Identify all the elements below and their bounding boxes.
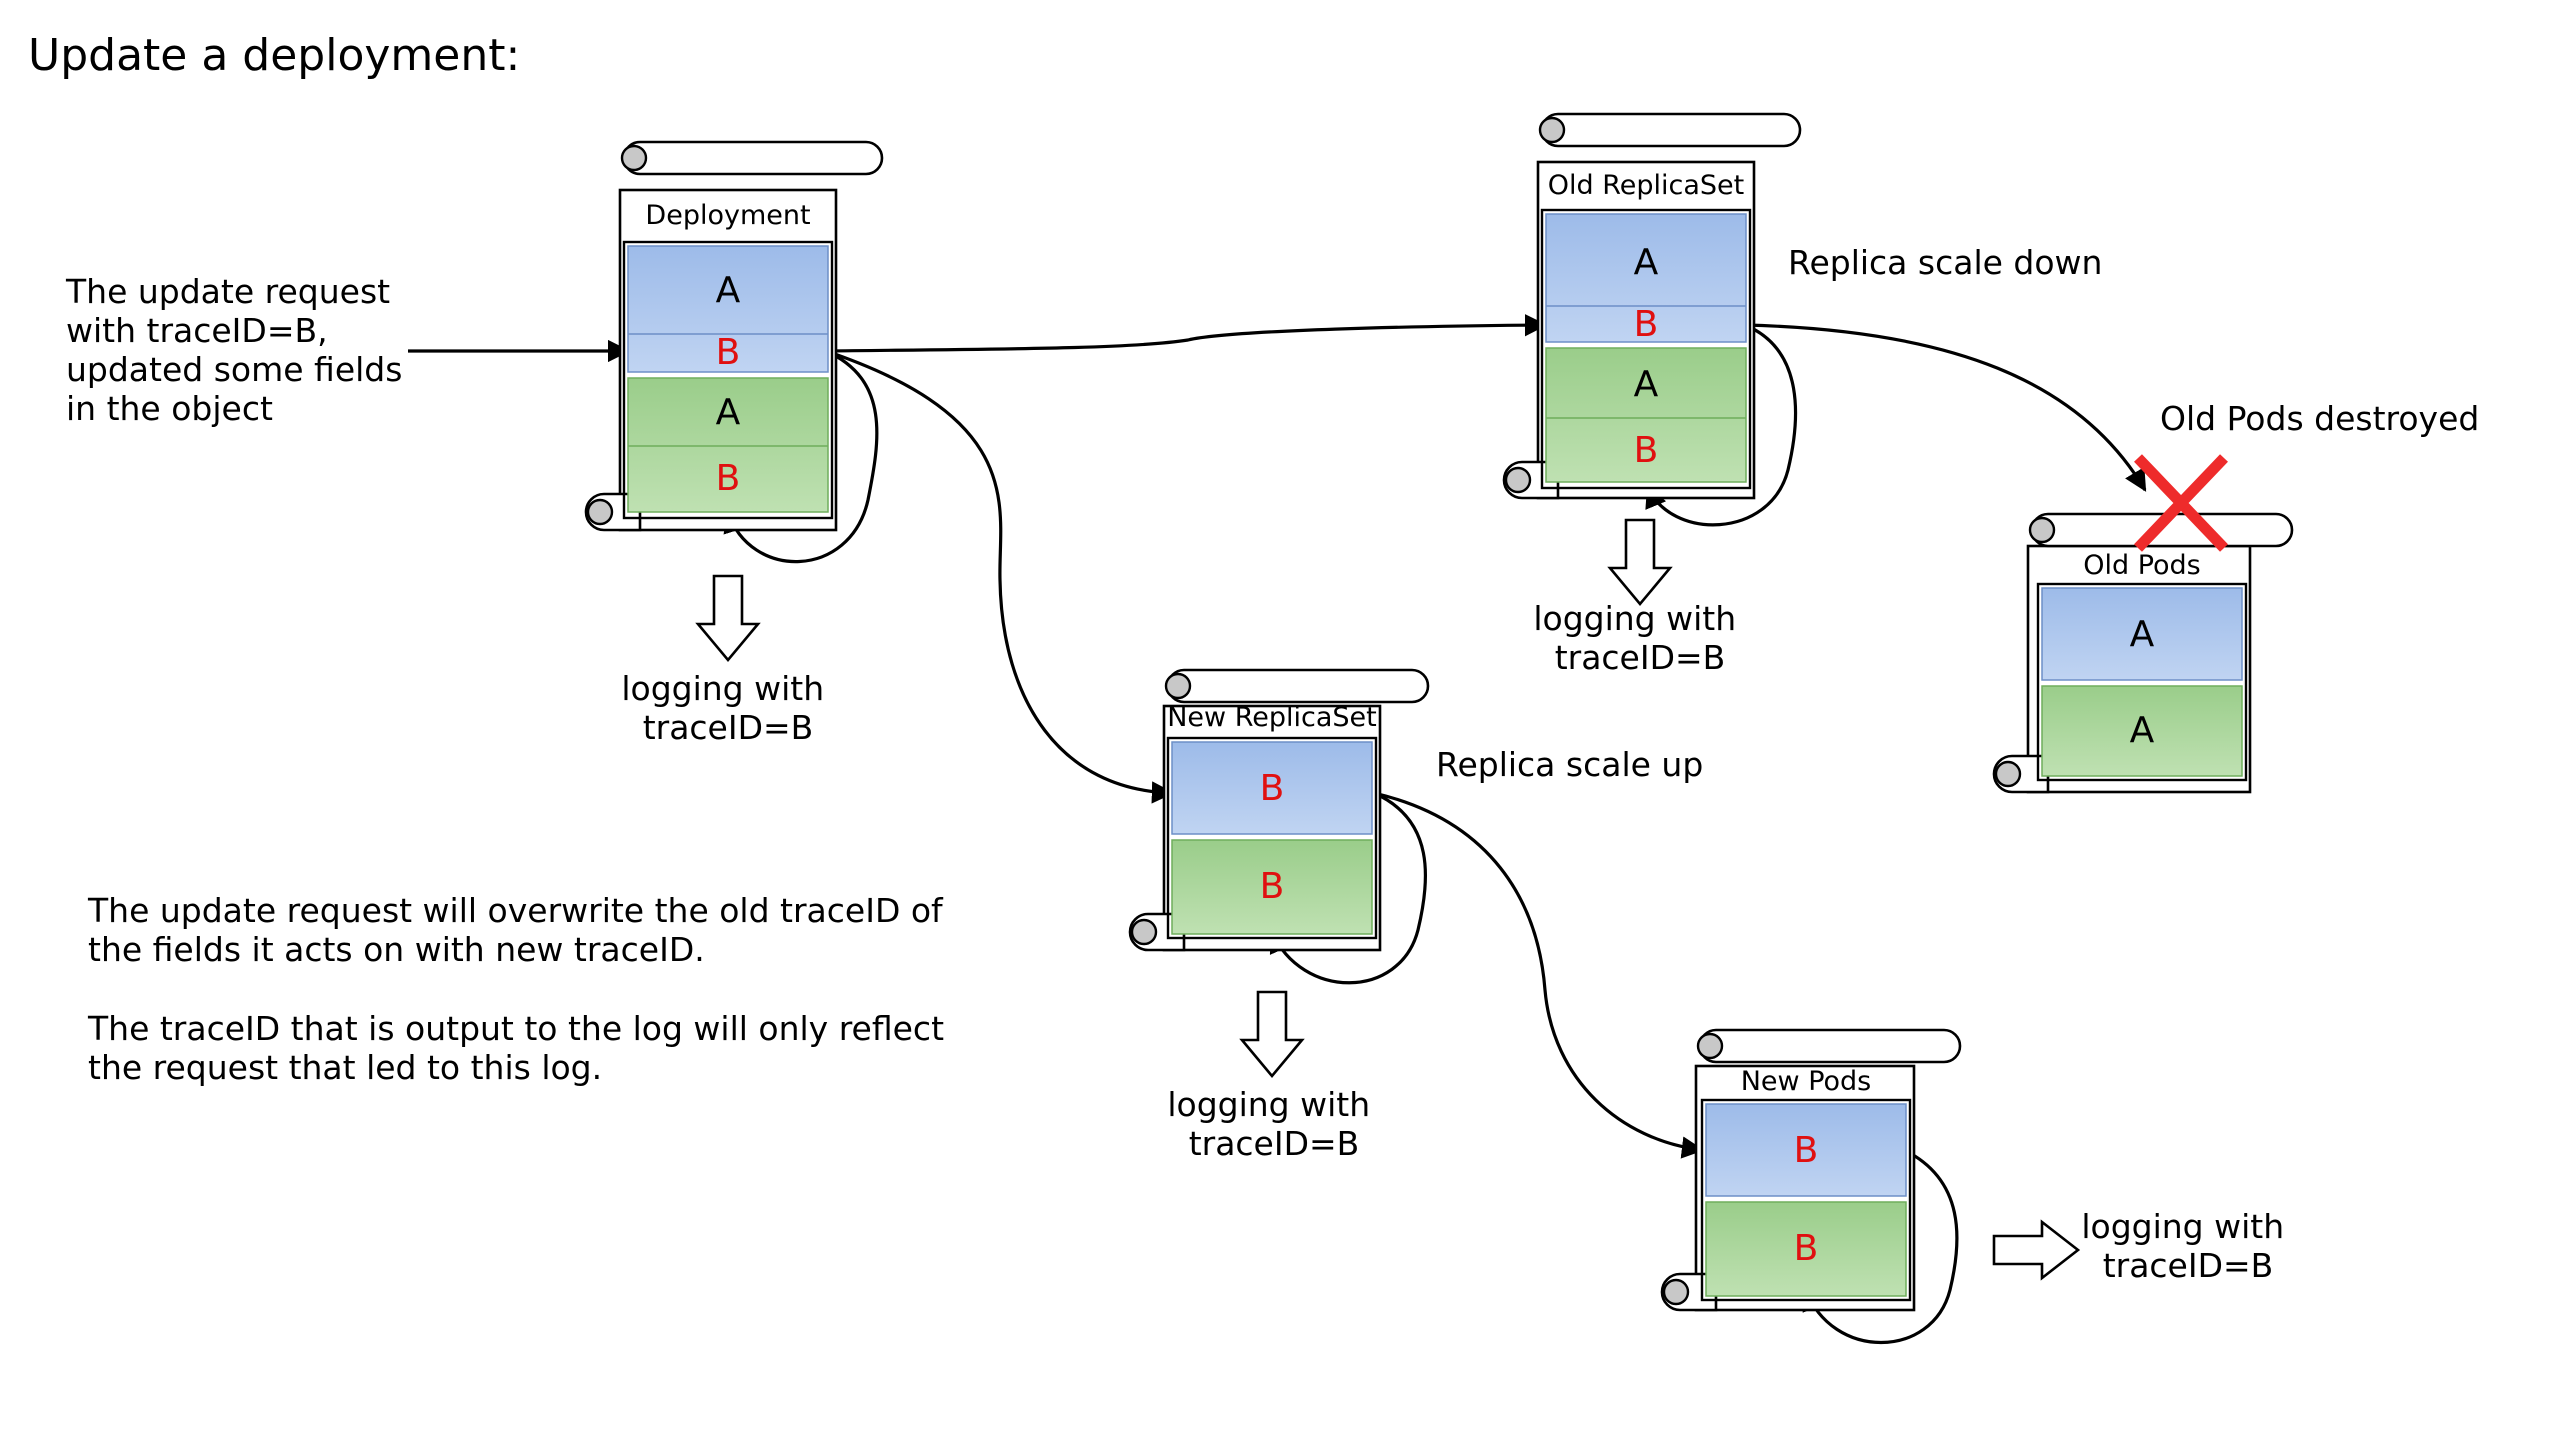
field-blue-group (1545, 213, 1747, 343)
field-green-group (2041, 685, 2243, 777)
old-replicaset-to-old-pods-connector (1744, 323, 2147, 492)
request-note: The update request with traceID=B, updat… (65, 272, 413, 428)
scroll-curl (620, 144, 648, 172)
new-replicaset-to-new-pods-connector (1373, 791, 1705, 1159)
explanation-line: the fields it acts on with new traceID. (88, 930, 705, 969)
new-replicaset-log-arrow (1239, 990, 1305, 1079)
request-note-line: The update request (65, 272, 390, 311)
field-green-group (1545, 347, 1747, 483)
deployment-label: Deployment (645, 200, 810, 231)
old-replicaset-object: Old ReplicaSet A B A B (1502, 112, 1802, 500)
new-replicaset-object: New ReplicaSet B B (1128, 668, 1430, 952)
field-green-group (1171, 839, 1373, 935)
field-value: B (1260, 866, 1285, 907)
field-frame (1166, 736, 1378, 940)
field-value: A (1634, 364, 1659, 405)
scroll-top-roll (1166, 668, 1430, 704)
new-pods-log-arrow (1992, 1219, 2081, 1281)
log-line: traceID=B (643, 708, 814, 747)
field-frame (2036, 582, 2248, 782)
new-pods-log-text: logging with traceID=B (2081, 1207, 2294, 1285)
old-replicaset-log-arrow (1607, 518, 1673, 607)
field-value: A (2130, 614, 2155, 655)
new-pods-object: New Pods B B (1660, 1028, 1962, 1312)
scroll-curl (1696, 1032, 1724, 1060)
log-line: logging with (1533, 599, 1736, 638)
scroll-curl (1994, 760, 2022, 788)
field-green-group (627, 377, 829, 513)
scroll-curl (1504, 466, 1532, 494)
log-line: traceID=B (1555, 638, 1726, 677)
field-value: B (716, 458, 741, 499)
field-frame (622, 240, 834, 520)
scroll-curl (1538, 116, 1566, 144)
log-line: traceID=B (2103, 1246, 2274, 1285)
field-frame (1540, 208, 1752, 490)
field-blue-group (1705, 1103, 1907, 1197)
field-blue-group (1171, 741, 1373, 835)
deployment-log-arrow (695, 574, 761, 663)
deployment-object: Deployment A B A B (584, 140, 884, 532)
page-title: Update a deployment: (28, 30, 520, 81)
explanation-text: The update request will overwrite the ol… (87, 891, 955, 1087)
new-replicaset-action-label: Replica scale up (1436, 745, 1703, 784)
new-pods-self-loop (1802, 1148, 1959, 1345)
explanation-line: The traceID that is output to the log wi… (87, 1009, 944, 1048)
new-replicaset-self-loop (1269, 791, 1428, 985)
old-replicaset-log-text: logging with traceID=B (1533, 599, 1746, 677)
old-pods-label: Old Pods (2083, 550, 2201, 581)
deployment-to-old-replicaset-connector (825, 313, 1548, 353)
old-replicaset-action-label: Replica scale down (1788, 243, 2102, 282)
field-frame (1700, 1098, 1912, 1302)
request-note-line: with traceID=B, (66, 311, 328, 350)
scroll-curl (1164, 672, 1192, 700)
log-line: logging with (2081, 1207, 2284, 1246)
scroll-top-roll (622, 140, 884, 176)
explanation-line: the request that led to this log. (88, 1048, 602, 1087)
deployment-to-new-replicaset-connector (825, 349, 1175, 804)
old-pods-action-label: Old Pods destroyed (2160, 399, 2479, 438)
field-value: A (2130, 710, 2155, 751)
request-note-line: updated some fields (66, 350, 402, 389)
old-replicaset-self-loop (1645, 323, 1798, 527)
scroll-curl (1130, 918, 1158, 946)
deployment-self-loop (723, 349, 879, 564)
log-line: logging with (1167, 1085, 1370, 1124)
field-value: A (1634, 242, 1659, 283)
field-value: A (716, 392, 741, 433)
deployment-log-text: logging with traceID=B (621, 669, 834, 747)
scroll-top-roll (1540, 112, 1802, 148)
field-blue-group (2041, 587, 2243, 681)
scroll-curl (1662, 1278, 1690, 1306)
new-replicaset-label: New ReplicaSet (1167, 702, 1377, 733)
scroll-curl (586, 498, 614, 526)
old-replicaset-label: Old ReplicaSet (1548, 170, 1745, 201)
new-replicaset-log-text: logging with traceID=B (1167, 1085, 1380, 1163)
log-line: traceID=B (1189, 1124, 1360, 1163)
field-value: B (1634, 430, 1659, 471)
field-value: B (716, 332, 741, 373)
field-value: B (1794, 1228, 1819, 1269)
field-blue-group (627, 245, 829, 373)
field-value: B (1260, 768, 1285, 809)
explanation-line: The update request will overwrite the ol… (87, 891, 944, 930)
old-pods-object: Old Pods A A (1992, 512, 2294, 794)
request-note-line: in the object (66, 389, 273, 428)
scroll-curl (2028, 516, 2056, 544)
field-value: A (716, 270, 741, 311)
log-line: logging with (621, 669, 824, 708)
scroll-top-roll (1698, 1028, 1962, 1064)
field-value: B (1634, 304, 1659, 345)
field-value: B (1794, 1130, 1819, 1171)
new-pods-label: New Pods (1741, 1066, 1872, 1097)
field-green-group (1705, 1201, 1907, 1297)
destroyed-cross-icon (2134, 454, 2228, 552)
